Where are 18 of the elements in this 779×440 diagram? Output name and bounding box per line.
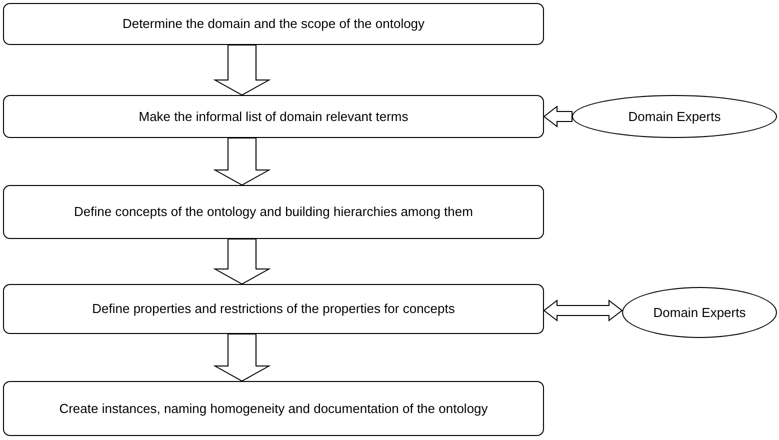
block-arrow — [213, 44, 271, 96]
node-text: Domain Experts — [628, 108, 721, 124]
step-box — [3, 381, 544, 436]
block-arrow — [543, 299, 622, 322]
node-text: Make the informal list of domain relevant terms — [138, 108, 408, 124]
block-arrow — [544, 105, 572, 128]
step-box — [3, 185, 544, 239]
node-text: Create instances, naming homogeneity and documentation of the ontology — [59, 400, 488, 416]
block-arrow — [213, 238, 271, 284]
step-box — [3, 284, 544, 334]
step-box — [3, 3, 544, 45]
block-arrow — [213, 138, 271, 186]
block-arrow — [213, 334, 271, 382]
node-text: Define concepts of the ontology and building hierarchies among them — [74, 204, 473, 220]
node-text: Define properties and restrictions of the properties for concepts — [92, 301, 455, 317]
node-text: Domain Experts — [653, 304, 746, 320]
node-text: Determine the domain and the scope of the ontology — [122, 16, 425, 32]
step-box — [3, 95, 544, 138]
